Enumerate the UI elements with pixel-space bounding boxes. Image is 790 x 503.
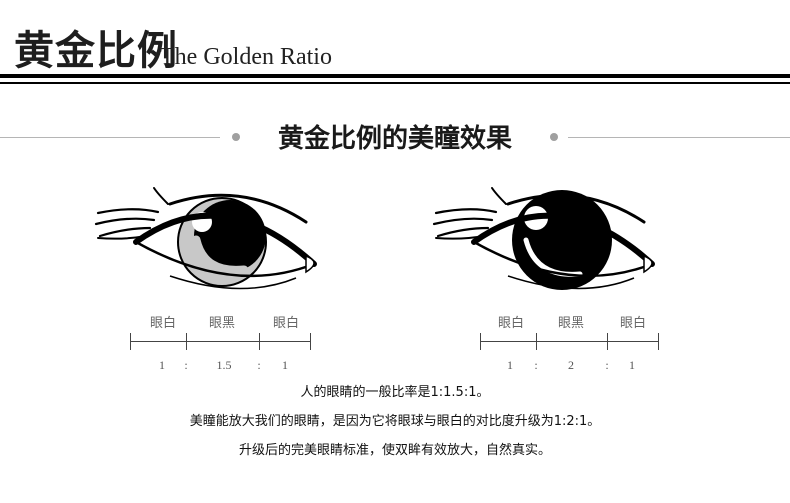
eye-natural-illustration	[94, 187, 317, 290]
scale-tick	[536, 333, 537, 350]
header-divider-thin	[0, 82, 790, 84]
scale-label-white-right: 眼白	[272, 316, 300, 331]
title-chinese: 黄金比例	[14, 27, 178, 74]
ratio-value: 1	[159, 358, 165, 372]
ratio-scale-natural: 眼白 眼黑 眼白 1 : 1.5 : 1	[130, 310, 311, 372]
scale-tick	[130, 333, 131, 350]
section-left-dot	[232, 133, 240, 141]
ratio-value: 1	[507, 358, 513, 372]
page-header: 黄金比例 The Golden Ratio	[0, 0, 790, 90]
section-right-line	[568, 137, 790, 138]
caption-block: 人的眼睛的一般比率是1:1.5:1。 美瞳能放大我们的眼睛，是因为它将眼球与眼白…	[0, 384, 790, 471]
scale-tick	[310, 333, 311, 350]
caption-line: 升级后的完美眼睛标准，使双眸有效放大，自然真实。	[238, 443, 551, 458]
ratio-separator: :	[184, 358, 188, 372]
ratio-separator: :	[605, 358, 609, 372]
caption-line: 美瞳能放大我们的眼睛，是因为它将眼球与眼白的对比度升级为1:2:1。	[189, 414, 601, 429]
ratio-value: 1	[282, 358, 288, 372]
ratio-separator: :	[257, 358, 261, 372]
scale-label-black: 眼黑	[208, 316, 236, 331]
ratio-scale-enhanced: 眼白 眼黑 眼白 1 : 2 : 1	[480, 310, 659, 372]
scale-axis	[480, 341, 659, 342]
scale-tick	[480, 333, 481, 350]
scale-label-white-left: 眼白	[149, 316, 177, 331]
ratio-value: 1.5	[216, 358, 232, 372]
eye-enhanced-illustration	[432, 187, 655, 290]
scale-tick	[259, 333, 260, 350]
section-title: 黄金比例的美瞳效果	[277, 124, 512, 154]
section-left-line	[0, 137, 220, 138]
scale-label-black: 眼黑	[557, 316, 585, 331]
section-right-dot	[550, 133, 558, 141]
section-heading: 黄金比例的美瞳效果	[0, 112, 790, 154]
scale-tick	[607, 333, 608, 350]
scale-axis	[130, 341, 311, 342]
header-divider-thick	[0, 74, 790, 78]
title-english: The Golden Ratio	[160, 44, 332, 70]
scale-label-white-left: 眼白	[497, 316, 525, 331]
scale-tick	[186, 333, 187, 350]
caption-line: 人的眼睛的一般比率是1:1.5:1。	[300, 385, 490, 400]
ratio-value: 2	[568, 358, 574, 372]
scale-label-white-right: 眼白	[619, 316, 647, 331]
scale-tick	[658, 333, 659, 350]
ratio-separator: :	[534, 358, 538, 372]
ratio-value: 1	[629, 358, 635, 372]
